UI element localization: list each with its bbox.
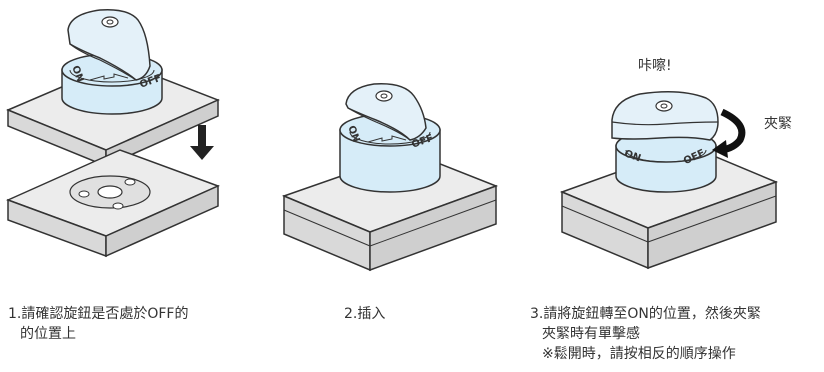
knob-off-position: ON OFF	[61, 8, 163, 115]
dial-label-on: ON	[69, 64, 85, 84]
step3-caption-line2: 夾緊時有單擊感	[542, 326, 640, 342]
step1-caption: 1.請確認旋鈕是否處於OFF的 的位置上	[8, 304, 188, 344]
lower-plate	[6, 149, 220, 258]
dial-label-on: ON	[345, 124, 361, 144]
step3-illustration: ON OFF	[559, 91, 779, 270]
step1-caption-line2: 的位置上	[20, 326, 76, 342]
step1-illustration: ON OFF	[6, 8, 220, 258]
step2-caption: 2.插入	[344, 304, 385, 324]
step2-caption-line1: 2.插入	[344, 306, 386, 322]
click-sound-label: 咔嚓!	[638, 58, 672, 74]
knob-on-position: ON OFF	[611, 91, 719, 193]
step2-illustration: ON OFF	[281, 83, 499, 272]
rotate-clockwise-arrow-icon	[712, 108, 746, 158]
clamp-label: 夾緊	[764, 116, 792, 132]
step3-caption: 3.請將旋鈕轉至ON的位置，然後夾緊 夾緊時有單擊感 ※鬆開時，請按相反的順序操…	[530, 304, 761, 364]
dial-label-on: ON	[623, 148, 643, 164]
assembly-diagram: ON OFF	[6, 8, 779, 272]
step3-caption-line3: ※鬆開時，請按相反的順序操作	[542, 346, 736, 362]
step1-caption-line1: 1.請確認旋鈕是否處於OFF的	[8, 306, 189, 322]
down-arrow-icon	[190, 125, 214, 160]
step3-caption-line1: 3.請將旋鈕轉至ON的位置，然後夾緊	[530, 306, 761, 322]
knob-inserted: ON OFF	[339, 83, 441, 193]
